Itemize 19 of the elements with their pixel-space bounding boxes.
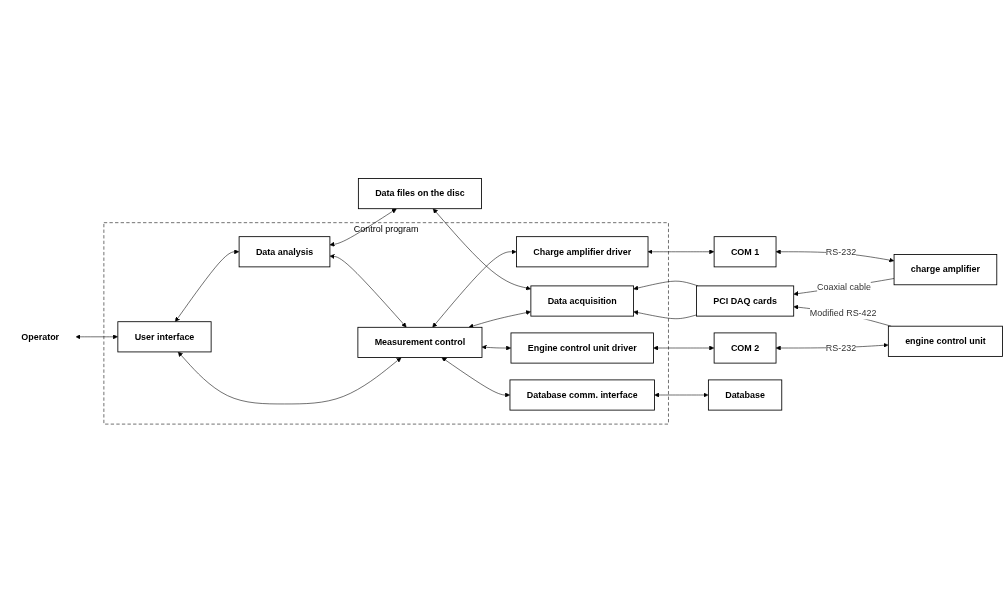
node-box: charge amplifier [893, 254, 998, 286]
node-text: Operator [21, 331, 60, 342]
node-box: PCI DAQ cards [696, 285, 795, 317]
node-box: Data analysis [238, 236, 331, 268]
node-box: Data acquisition [530, 285, 634, 317]
edge-label: RS-232 [825, 246, 857, 257]
edge-label: Modified RS-422 [809, 307, 877, 318]
node-box: COM 1 [713, 236, 777, 268]
edge-label: RS-232 [825, 343, 857, 353]
node-box: Database comm. interface [509, 379, 655, 411]
node-box: Data files on the disc [357, 178, 482, 210]
node-box: Charge amplifier driver [516, 236, 649, 268]
node-box: Database [707, 379, 783, 411]
node-box: COM 2 [713, 332, 777, 364]
node-box: Engine control unit driver [510, 332, 654, 364]
node-box: engine control unit [887, 325, 1003, 358]
node-box: User interface [117, 321, 212, 353]
edge-label: Coaxial cable [817, 282, 871, 292]
node-box: Measurement control [357, 327, 483, 359]
